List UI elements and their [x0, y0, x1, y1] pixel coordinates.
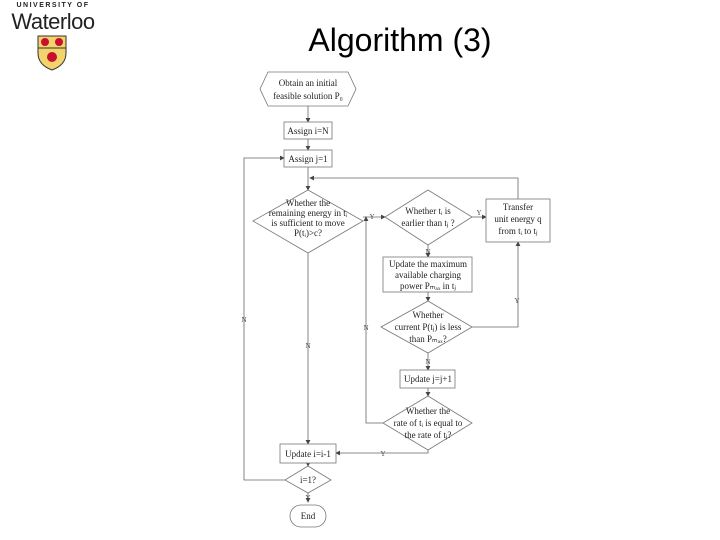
- update-j-node: Update j=j+1: [399, 369, 456, 389]
- crest-icon: [37, 35, 67, 71]
- svg-text:rate of tᵢ is equal to: rate of tᵢ is equal to: [394, 418, 463, 428]
- decision-earlier-node: Whether tᵢ is earlier than tⱼ ?: [384, 189, 473, 246]
- svg-text:Update j=j+1: Update j=j+1: [404, 374, 452, 384]
- decision-current-node: Whether current P(tⱼ) is less than Pₘₐₓ?: [380, 300, 473, 354]
- svg-text:feasible solution P₀: feasible solution P₀: [273, 91, 343, 101]
- start-node: Obtain an initial feasible solution P₀: [259, 71, 357, 107]
- edge-label-no: N: [241, 316, 246, 324]
- svg-text:P(tᵢ)>c?: P(tᵢ)>c?: [294, 228, 322, 238]
- svg-text:Assign i=N: Assign i=N: [287, 126, 329, 136]
- svg-text:End: End: [301, 511, 316, 521]
- svg-text:Whether tᵢ is: Whether tᵢ is: [405, 206, 451, 216]
- edge-label-no: N: [363, 324, 368, 332]
- svg-text:Whether the: Whether the: [286, 198, 330, 208]
- edge-label-no: N: [305, 342, 310, 350]
- svg-text:from tᵢ to tⱼ: from tᵢ to tⱼ: [498, 226, 538, 236]
- transfer-node: Transfer unit energy q from tᵢ to tⱼ: [485, 198, 551, 243]
- svg-text:unit energy q: unit energy q: [494, 214, 542, 224]
- edge-label-yes: Y: [380, 450, 385, 458]
- svg-text:earlier than tⱼ ?: earlier than tⱼ ?: [401, 218, 454, 228]
- svg-text:than Pₘₐₓ?: than Pₘₐₓ?: [409, 334, 446, 344]
- svg-text:Whether the: Whether the: [406, 406, 450, 416]
- edge-label-yes: Y: [514, 297, 519, 305]
- edge-label-yes: Y: [476, 209, 481, 217]
- edge-label-yes: Y: [305, 494, 310, 502]
- svg-text:remaining energy in tᵢ: remaining energy in tᵢ: [269, 208, 348, 218]
- svg-text:Update the maximum: Update the maximum: [389, 259, 467, 269]
- update-max-node: Update the maximum available charging po…: [382, 256, 473, 293]
- svg-text:current P(tⱼ) is less: current P(tⱼ) is less: [395, 322, 462, 332]
- logo-waterloo: Waterloo: [11, 9, 95, 34]
- edge-label-yes: Y: [369, 213, 374, 221]
- edge-label-no: N: [425, 358, 430, 366]
- svg-text:i=1?: i=1?: [300, 475, 316, 485]
- svg-text:Whether: Whether: [413, 310, 444, 320]
- assign-i-node: Assign i=N: [283, 121, 333, 140]
- svg-text:the rate of tⱼ?: the rate of tⱼ?: [405, 430, 452, 440]
- update-i-node: Update i=i-1: [279, 443, 337, 464]
- logo-university-of: UNIVERSITY OF: [16, 2, 90, 9]
- svg-text:Assign j=1: Assign j=1: [288, 154, 327, 164]
- edge-label-no: N: [425, 248, 430, 256]
- page-title: Algorithm (3): [308, 22, 492, 58]
- svg-text:Obtain an initial: Obtain an initial: [279, 78, 338, 88]
- connectors: [243, 106, 521, 503]
- university-logo: UNIVERSITY OF Waterloo: [8, 2, 98, 74]
- decision-rate-node: Whether the rate of tᵢ is equal to the r…: [382, 395, 473, 451]
- decision-i-node: i=1?: [284, 465, 332, 494]
- end-node: End: [289, 504, 327, 528]
- svg-text:power Pₘₐₓ in tⱼ: power Pₘₐₓ in tⱼ: [400, 281, 456, 291]
- svg-text:available charging: available charging: [395, 270, 462, 280]
- svg-text:Transfer: Transfer: [503, 202, 533, 212]
- decision-energy-node: Whether the remaining energy in tᵢ is su…: [252, 189, 364, 254]
- svg-text:is sufficient to move: is sufficient to move: [271, 218, 345, 228]
- assign-j-node: Assign j=1: [283, 149, 333, 168]
- svg-text:Update i=i-1: Update i=i-1: [285, 449, 331, 459]
